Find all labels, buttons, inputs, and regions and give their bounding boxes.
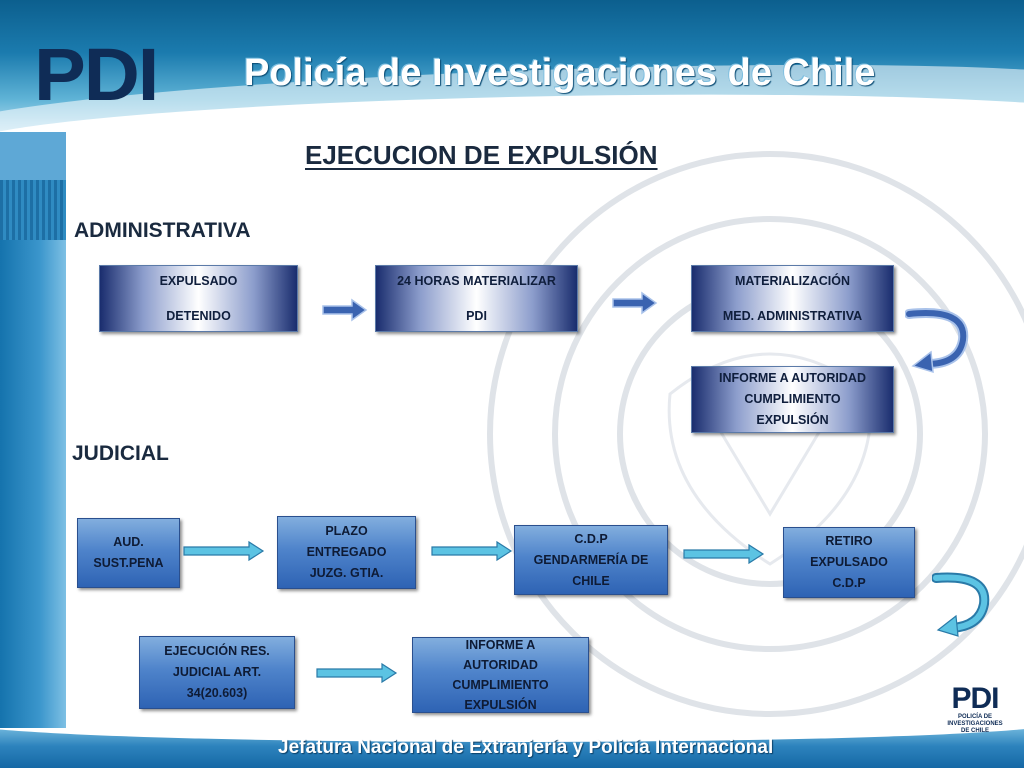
box-text-line: DETENIDO — [166, 308, 231, 323]
header-title: Policía de Investigaciones de Chile — [244, 52, 876, 94]
admin-box-expulsado-detenido: EXPULSADO DETENIDO — [99, 265, 298, 332]
box-text-line: CUMPLIMIENTO — [744, 392, 841, 406]
left-decorative-strip — [0, 132, 66, 728]
corner-logo-mark: PDI — [951, 682, 999, 715]
box-text-line: GENDARMERÍA DE — [533, 552, 649, 567]
strip-block — [0, 132, 66, 180]
footer-text: Jefatura Nacional de Extranjería y Polic… — [278, 737, 774, 758]
box-text-line: INFORME A — [465, 638, 536, 652]
corner-logo-line2: DE CHILE — [960, 728, 989, 734]
judicial-box-informe: INFORME A AUTORIDAD CUMPLIMIENTO EXPULSI… — [412, 637, 589, 713]
arrow-right-icon — [183, 540, 265, 562]
box-text-line: 24 HORAS MATERIALIZAR — [397, 273, 556, 288]
judicial-box-plazo: PLAZO ENTREGADO JUZG. GTIA. — [277, 516, 416, 589]
corner-pdi-logo: PDI POLICÍA DE INVESTIGACIONES DE CHILE — [940, 684, 1010, 735]
arrow-right-icon — [322, 298, 368, 322]
judicial-box-cdp-gendarmeria: C.D.P GENDARMERÍA DE CHILE — [514, 525, 668, 595]
judicial-box-aud-sust-pena: AUD. SUST.PENA — [77, 518, 180, 588]
arrow-right-icon — [683, 543, 765, 565]
box-text-line: C.D.P — [832, 576, 866, 590]
box-text-line: EXPULSIÓN — [756, 413, 829, 427]
box-text-line: MED. ADMINISTRATIVA — [722, 308, 863, 323]
section-judicial: JUDICIAL — [72, 442, 169, 465]
corner-logo-line1: POLICÍA DE INVESTIGACIONES — [947, 714, 1003, 727]
main-title: EJECUCION DE EXPULSIÓN — [305, 140, 658, 170]
admin-box-24-horas: 24 HORAS MATERIALIZAR PDI — [375, 265, 578, 332]
box-text-line: INFORME A AUTORIDAD — [719, 371, 866, 385]
curved-arrow-icon — [932, 572, 990, 637]
admin-box-materializacion: MATERIALIZACIÓN MED. ADMINISTRATIVA — [691, 265, 894, 332]
box-text-line: ENTREGADO — [306, 545, 387, 559]
footer-banner — [0, 728, 1024, 768]
box-text-line: EXPULSIÓN — [464, 698, 537, 712]
arrow-right-icon — [431, 540, 513, 562]
arrow-right-icon — [612, 291, 658, 315]
box-text-line: PLAZO — [325, 524, 368, 538]
judicial-box-ejecucion-res: EJECUCIÓN RES. JUDICIAL ART. 34(20.603) — [139, 636, 295, 709]
header-banner — [0, 0, 1024, 132]
box-text-line: CUMPLIMIENTO — [452, 678, 549, 692]
box-text-line: 34(20.603) — [186, 686, 248, 700]
section-administrativa: ADMINISTRATIVA — [74, 219, 251, 242]
footer-wave — [0, 728, 1024, 742]
box-text-line: CHILE — [572, 573, 610, 588]
box-text-line: JUDICIAL ART. — [172, 665, 262, 679]
pdi-logo: PDI — [34, 33, 159, 116]
box-text-line: EXPULSADO — [159, 273, 238, 288]
strip-lines — [0, 180, 66, 240]
judicial-box-retiro: RETIRO EXPULSADO C.D.P — [783, 527, 915, 598]
curved-arrow-icon — [905, 308, 969, 374]
box-text-line: PDI — [466, 308, 487, 323]
box-text-line: AUD. — [113, 535, 144, 549]
box-text-line: EXPULSADO — [810, 555, 888, 569]
box-text-line: JUZG. GTIA. — [309, 566, 384, 580]
admin-box-informe: INFORME A AUTORIDAD CUMPLIMIENTO EXPULSI… — [691, 366, 894, 433]
box-text-line: MATERIALIZACIÓN — [734, 273, 851, 288]
box-text-line: RETIRO — [825, 534, 873, 548]
box-text-line: AUTORIDAD — [463, 658, 538, 672]
arrow-right-icon — [316, 662, 398, 684]
box-text-line: EJECUCIÓN RES. — [164, 644, 270, 658]
box-text-line: C.D.P — [574, 531, 608, 546]
box-text-line: SUST.PENA — [93, 556, 164, 570]
